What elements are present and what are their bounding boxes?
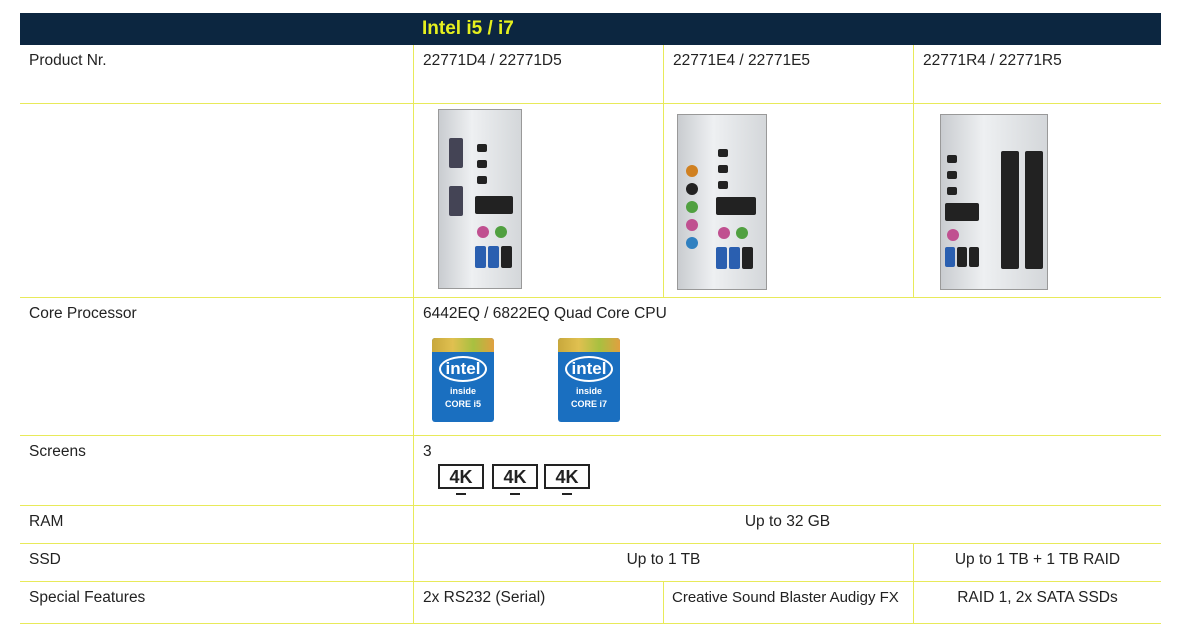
product-image-e	[677, 114, 767, 290]
row-label: RAM	[29, 513, 64, 530]
table-row: Product Nr. 22771D4 / 22771D5 22771E4 / …	[20, 45, 1161, 104]
row-label: SSD	[29, 551, 61, 568]
table-row: Screens 3	[20, 436, 1161, 506]
table-row: SSD Up to 1 TB Up to 1 TB + 1 TB RAID	[20, 544, 1161, 582]
monitor-4k-icon: 4K	[492, 464, 538, 495]
row-label: Product Nr.	[29, 52, 107, 69]
image-cell-r	[913, 104, 1161, 297]
product-image-r	[940, 114, 1048, 290]
table-header: Intel i5 / i7	[20, 13, 1161, 45]
row-label: Special Features	[29, 589, 146, 606]
row-label: Core Processor	[29, 305, 137, 322]
screens-value: 3	[413, 436, 1161, 505]
row-label: Screens	[29, 443, 86, 460]
header-title: Intel i5 / i7	[422, 18, 514, 39]
table-row: Core Processor 6442EQ / 6822EQ Quad Core…	[20, 298, 1161, 436]
ssd-raid-value: Up to 1 TB + 1 TB RAID	[913, 544, 1161, 581]
features-e: Creative Sound Blaster Audigy FX	[663, 582, 913, 623]
product-r: 22771R4 / 22771R5	[913, 45, 1161, 103]
monitor-4k-icon: 4K	[544, 464, 590, 495]
product-d: 22771D4 / 22771D5	[413, 45, 663, 103]
ssd-value: Up to 1 TB	[413, 544, 913, 581]
image-cell-e	[663, 104, 913, 297]
features-r: RAID 1, 2x SATA SSDs	[913, 582, 1161, 623]
ram-value: Up to 32 GB	[413, 506, 1161, 543]
table-row	[20, 104, 1161, 298]
table-row: Special Features 2x RS232 (Serial) Creat…	[20, 582, 1161, 624]
product-image-d	[438, 109, 522, 289]
monitor-4k-icon: 4K	[438, 464, 484, 495]
image-cell-d	[413, 104, 663, 297]
product-e: 22771E4 / 22771E5	[663, 45, 913, 103]
table-row: RAM Up to 32 GB	[20, 506, 1161, 544]
features-d: 2x RS232 (Serial)	[413, 582, 663, 623]
core-processor-text: 6442EQ / 6822EQ Quad Core CPU	[423, 305, 667, 322]
